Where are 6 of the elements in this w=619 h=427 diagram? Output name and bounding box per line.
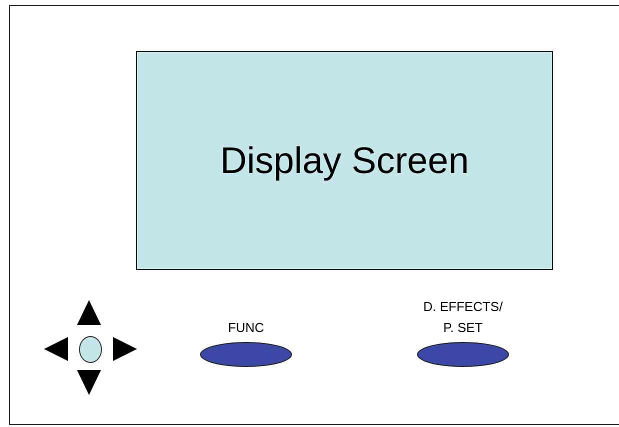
screen-label: Display Screen: [220, 138, 469, 183]
display-screen: [136, 51, 553, 270]
device-panel: [9, 5, 619, 425]
button-label: FUNC: [226, 319, 266, 337]
center-button: [79, 336, 102, 363]
button-label: D. EFFECTS/ P. SET: [422, 298, 504, 337]
